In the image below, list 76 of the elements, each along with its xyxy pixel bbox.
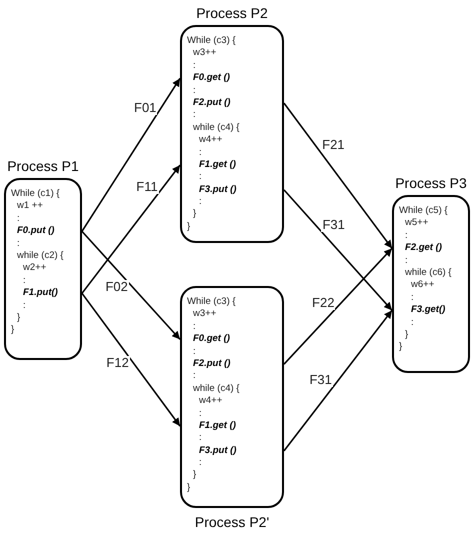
code-line: : (23, 274, 26, 288)
code-line: while (c6) { (405, 266, 452, 280)
code-line: while (c4) { (193, 382, 240, 396)
code-line: F3.put () (199, 184, 236, 196)
code-line: while (c4) { (193, 122, 240, 134)
code-line: : (199, 196, 202, 208)
code-line: while (c2) { (17, 250, 64, 262)
code-line: F0.get () (193, 333, 230, 346)
code-line: : (199, 457, 202, 470)
code-line: F2.put () (193, 96, 230, 110)
arrow (283, 248, 393, 365)
code-line: : (405, 254, 408, 267)
code-line: F3.get() (411, 304, 446, 317)
code-line: } (193, 208, 196, 221)
code-line: While (c5) { (399, 205, 448, 218)
code-line: F0.get () (193, 72, 230, 85)
code-line: } (399, 341, 402, 354)
code-line: F1.get () (199, 420, 236, 432)
edge-label: F12 (105, 356, 130, 370)
edge-label: F21 (321, 138, 346, 152)
code-line: While (c3) { (187, 296, 236, 308)
edge-label: F31 (321, 218, 346, 232)
code-line: w4++ (199, 134, 222, 147)
code-line: w3++ (193, 47, 216, 60)
edge-label: F22 (311, 296, 336, 310)
code-line: w1 ++ (17, 200, 43, 213)
code-line: F0.put () (17, 225, 54, 238)
code-line: F1.put() (23, 287, 58, 300)
code-line: : (193, 370, 196, 383)
code-line: : (199, 408, 202, 420)
code-line: : (411, 292, 414, 304)
arrow (283, 189, 393, 311)
arrow (81, 292, 181, 427)
edge-label: F02 (104, 280, 129, 294)
code-line: : (193, 346, 196, 358)
arrow (283, 310, 393, 452)
arrow (81, 164, 181, 294)
code-line: : (193, 109, 196, 122)
code-line: While (c1) { (11, 188, 60, 200)
code-line: : (199, 432, 202, 445)
code-line: } (187, 220, 190, 234)
edge-label: F01 (133, 101, 158, 115)
code-line: } (193, 469, 196, 482)
code-line: } (187, 482, 190, 494)
code-line: } (405, 328, 408, 342)
code-line: : (199, 146, 202, 159)
code-line: : (411, 316, 414, 329)
code-line: : (199, 171, 202, 184)
code-line: F2.get () (405, 242, 442, 255)
arrow (283, 102, 393, 249)
edge-label: F11 (135, 180, 159, 194)
code-line: : (193, 60, 196, 72)
process-heading: Process P3 (394, 175, 468, 191)
code-line: w4++ (199, 395, 222, 408)
arrow (81, 78, 181, 232)
code-line: : (193, 84, 196, 97)
code-line: F2.put () (193, 358, 230, 370)
code-line: : (17, 238, 20, 250)
code-line: } (11, 324, 14, 337)
code-line: w2++ (23, 262, 46, 275)
code-line: : (193, 320, 196, 334)
code-line: w6++ (411, 279, 434, 292)
arrow (81, 230, 181, 340)
code-line: : (405, 230, 408, 242)
code-line: w3++ (193, 308, 216, 321)
code-line: : (23, 300, 26, 312)
code-line: w5++ (405, 217, 428, 230)
code-line: While (c3) { (187, 35, 236, 48)
process-heading: Process P1 (6, 158, 80, 174)
code-line: : (17, 212, 20, 226)
code-line: } (17, 312, 20, 324)
edge-label: F31 (308, 373, 333, 387)
code-line: F1.get () (199, 158, 236, 172)
process-heading: Process P2' (194, 514, 270, 530)
process-heading: Process P2 (195, 5, 269, 21)
code-line: F3.put () (199, 444, 236, 458)
